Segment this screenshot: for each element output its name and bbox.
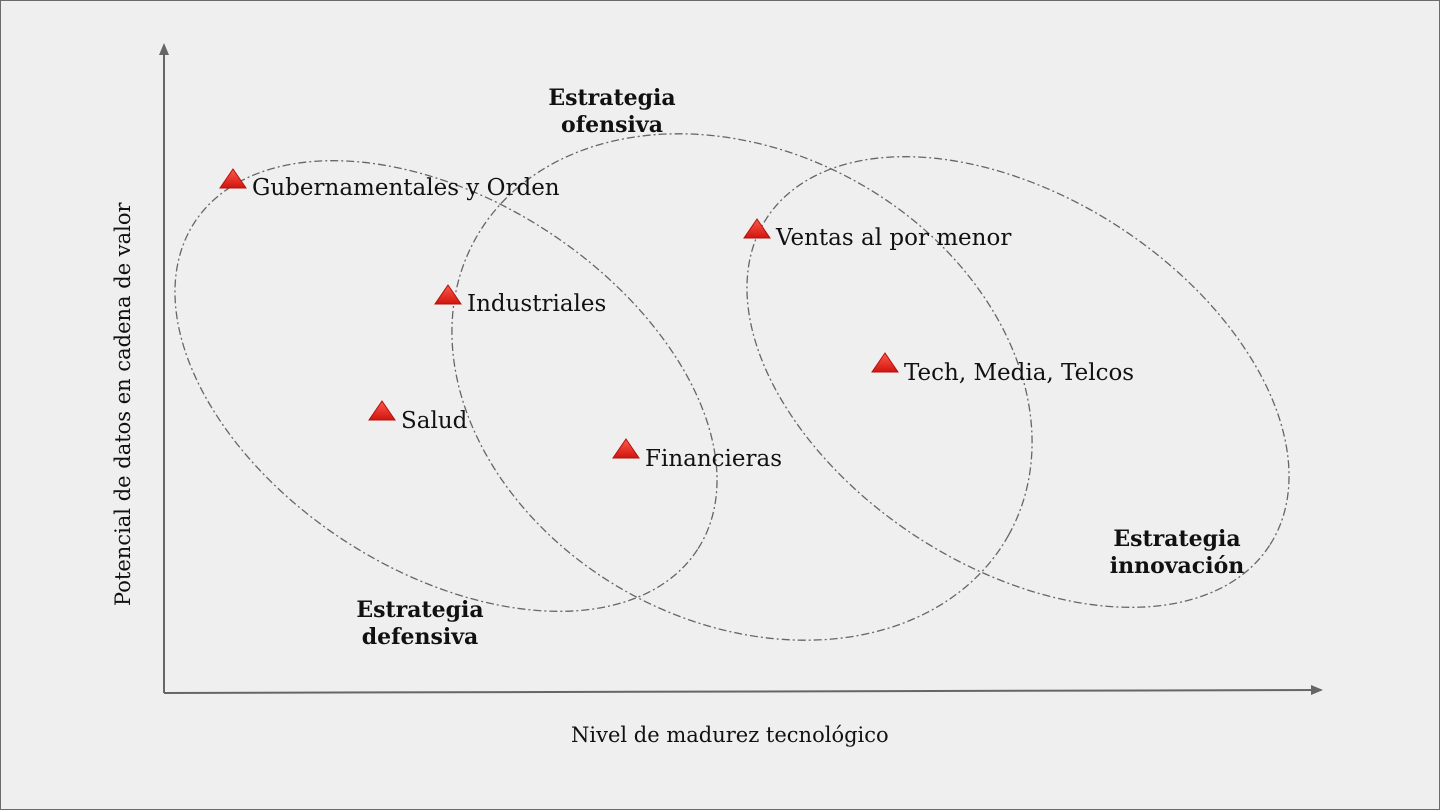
strategy-ofensiva-line1: Estrategia [548, 85, 676, 111]
sector-marker-financieras [612, 438, 640, 459]
strategy-innovacion-line1: Estrategia [1113, 526, 1241, 552]
ellipse-ofensiva [451, 133, 1033, 641]
strategy-defensiva-line2: defensiva [361, 624, 479, 650]
ellipse-defensiva [174, 160, 718, 612]
ellipse-innovacion [746, 156, 1290, 608]
sector-marker-salud [368, 400, 396, 421]
sector-marker-ventas [743, 218, 771, 239]
sector-label-ventas: Ventas al por menor [776, 225, 1012, 251]
sector-marker-industriales [434, 284, 462, 305]
strategy-label-defensiva: Estrategia defensiva [350, 597, 490, 651]
sector-label-salud: Salud [401, 408, 468, 434]
x-axis [163, 685, 1323, 696]
sector-label-industriales: Industriales [467, 291, 607, 317]
sector-label-financieras: Financieras [645, 446, 783, 472]
strategy-defensiva-line1: Estrategia [356, 597, 484, 623]
sector-label-tech: Tech, Media, Telcos [904, 360, 1135, 386]
y-axis-label: Potencial de datos en cadena de valor [111, 202, 135, 606]
x-axis-label: Nivel de madurez tecnológico [571, 723, 889, 747]
sector-marker-gubernamentales [219, 168, 247, 189]
strategy-ofensiva-line2: ofensiva [561, 112, 663, 138]
strategy-innovacion-line2: innovación [1109, 553, 1245, 579]
sector-label-gubernamentales: Gubernamentales y Orden [252, 175, 560, 201]
strategy-label-ofensiva: Estrategia ofensiva [542, 85, 682, 139]
strategy-label-innovacion: Estrategia innovación [1097, 526, 1257, 580]
sector-marker-tech [871, 352, 899, 373]
